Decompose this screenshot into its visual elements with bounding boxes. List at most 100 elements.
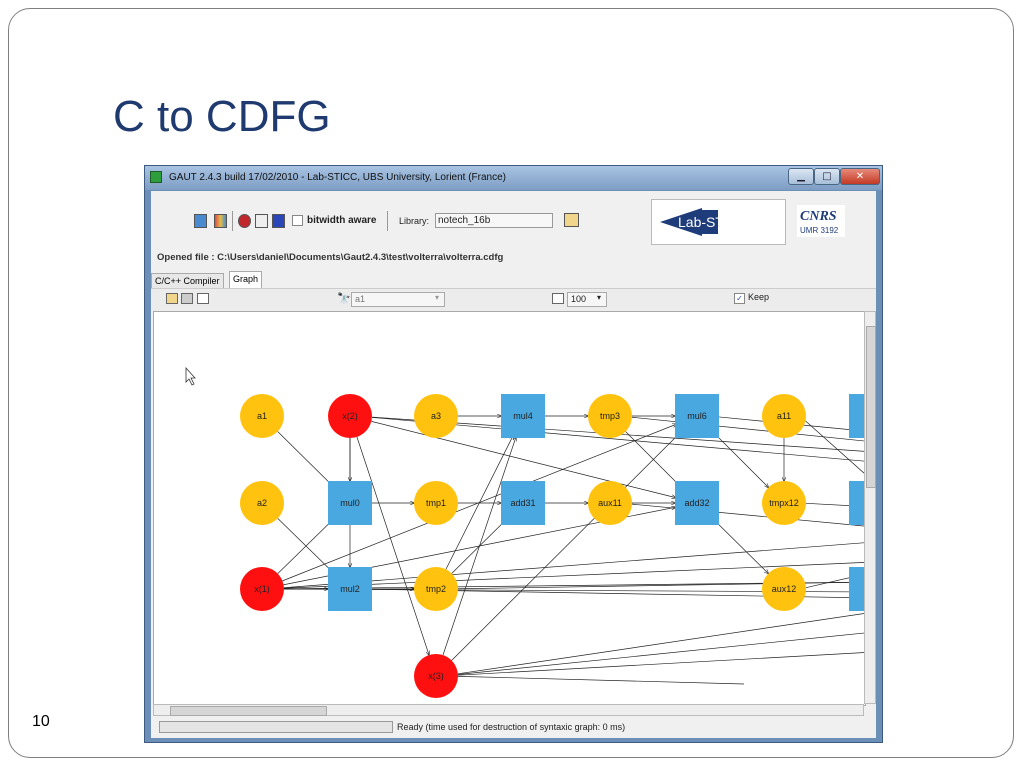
binoculars-icon: 🔭 — [337, 293, 351, 305]
graph-canvas[interactable]: a1 x(2) a3 mul4 tmp3 mul6 a11 a2 mul0 tmp1 add31 au… — [153, 311, 866, 706]
graph-edge — [457, 675, 745, 685]
graph-node-a2[interactable]: a2 — [240, 481, 284, 525]
graph-node-shape — [240, 567, 284, 611]
graph-edge — [805, 420, 865, 475]
graph-node-tmp1[interactable]: tmp1 — [414, 481, 458, 525]
graph-edges — [277, 416, 865, 685]
palette-icon[interactable] — [214, 214, 227, 228]
graph-node-a11[interactable]: a11 — [762, 394, 806, 438]
graph-node-a1[interactable]: a1 — [240, 394, 284, 438]
print-icon[interactable] — [181, 293, 193, 304]
graph-edge — [283, 562, 865, 589]
lab-sticc-logo: Lab-STICC — [651, 199, 786, 245]
graph-node-offscreen[interactable] — [849, 394, 865, 438]
graph-node-shape — [588, 394, 632, 438]
open-icon[interactable] — [166, 293, 178, 304]
graph-node-tmp3[interactable]: tmp3 — [588, 394, 632, 438]
horizontal-scrollbar[interactable] — [153, 704, 864, 716]
graph-node-shape — [762, 567, 806, 611]
vertical-scrollbar[interactable] — [864, 311, 876, 704]
graph-node-shape — [675, 481, 719, 525]
graph-edge — [356, 436, 429, 655]
stop-icon[interactable] — [238, 214, 251, 228]
app-icon — [150, 171, 162, 183]
graph-node-offscreen[interactable] — [849, 567, 865, 611]
graph-edge — [631, 416, 865, 442]
graph-node-add31[interactable]: add31 — [501, 481, 545, 525]
graph-node-label: x(1) — [254, 584, 270, 594]
toolbar-separator — [387, 211, 388, 231]
graph-node-label: add31 — [510, 498, 535, 508]
graph-node-label: a1 — [257, 411, 267, 421]
graph-node-label: add32 — [684, 498, 709, 508]
graph-edge — [712, 518, 769, 573]
graph-node-tmp2[interactable]: tmp2 — [414, 567, 458, 611]
graph-node-shape — [240, 394, 284, 438]
opened-file-label: Opened file : C:\Users\daniel\Documents\… — [157, 252, 504, 263]
horizontal-scroll-thumb[interactable] — [170, 706, 327, 716]
graph-node-shape — [414, 481, 458, 525]
fit-zoom-icon[interactable] — [552, 293, 564, 304]
pointer-help-icon[interactable] — [255, 214, 268, 228]
bitwidth-checkbox[interactable] — [292, 215, 303, 226]
graph-node-shape — [675, 394, 719, 438]
run-icon[interactable] — [194, 214, 207, 228]
graph-node-aux12[interactable]: aux12 — [762, 567, 806, 611]
graph-node-aux11[interactable]: aux11 — [588, 481, 632, 525]
graph-node-shape — [501, 394, 545, 438]
window-titlebar[interactable]: GAUT 2.4.3 build 17/02/2010 - Lab-STICC,… — [145, 166, 882, 190]
toolbar-separator — [232, 211, 233, 231]
graph-node-a3[interactable]: a3 — [414, 394, 458, 438]
graph-node-shape — [501, 481, 545, 525]
keep-label: Keep — [748, 292, 770, 302]
graph-node-shape — [588, 481, 632, 525]
graph-node-mul6[interactable]: mul6 — [675, 394, 719, 438]
graph-node-shape — [328, 567, 372, 611]
graph-node-label: aux12 — [772, 584, 797, 594]
keep-checkbox[interactable]: ✓ — [734, 293, 745, 304]
tab-graph[interactable]: Graph — [229, 271, 263, 288]
graph-node-label: mul0 — [340, 498, 360, 508]
maximize-button[interactable]: □ — [814, 168, 840, 185]
graph-node-label: tmp2 — [426, 584, 446, 594]
graph-edge — [457, 652, 865, 676]
graph-edge — [457, 612, 865, 675]
graph-node-label: mul2 — [340, 584, 360, 594]
vertical-scroll-thumb[interactable] — [866, 326, 876, 488]
search-node-combo[interactable]: a1 — [351, 292, 445, 307]
graph-node-label: a2 — [257, 498, 267, 508]
graph-node-shape — [414, 567, 458, 611]
graph-node-mul2[interactable]: mul2 — [328, 567, 372, 611]
tab-cpp-compiler[interactable]: C/C++ Compiler — [151, 273, 224, 288]
window-client: bitwidth aware Library: notech_16b Lab-S… — [151, 191, 876, 738]
open-folder-icon[interactable] — [564, 213, 579, 227]
graph-node-label: a3 — [431, 411, 441, 421]
close-button[interactable]: ✕ — [840, 168, 880, 185]
graph-node-label: mul6 — [687, 411, 707, 421]
graph-edge — [371, 421, 675, 497]
status-bar: Ready (time used for destruction of synt… — [151, 718, 876, 736]
graph-node-mul0[interactable]: mul0 — [328, 481, 372, 525]
book-icon[interactable] — [272, 214, 285, 228]
status-text: Ready (time used for destruction of synt… — [397, 722, 626, 732]
graph-node-x2[interactable]: x(2) — [328, 394, 372, 438]
export-icon[interactable] — [197, 293, 209, 304]
graph-node-label: mul4 — [513, 411, 533, 421]
minimize-button[interactable]: ▁ — [788, 168, 814, 185]
graph-edge — [283, 542, 865, 589]
lab-sticc-logo-text: Lab-STICC — [678, 214, 748, 230]
graph-node-x1[interactable]: x(1) — [240, 567, 284, 611]
graph-node-add32[interactable]: add32 — [675, 481, 719, 525]
cdfg-graph[interactable]: a1 x(2) a3 mul4 tmp3 mul6 a11 a2 mul0 tmp1 add31 au… — [154, 312, 865, 705]
graph-node-mul4[interactable]: mul4 — [501, 394, 545, 438]
cnrs-logo: CNRS UMR 3192 — [797, 205, 845, 237]
chevron-down-icon: ▾ — [435, 293, 440, 302]
graph-edge — [631, 503, 865, 527]
library-input[interactable]: notech_16b — [435, 213, 553, 228]
graph-node-offscreen[interactable] — [849, 481, 865, 525]
window-title: GAUT 2.4.3 build 17/02/2010 - Lab-STICC,… — [169, 172, 506, 183]
graph-node-tmpx12[interactable]: tmpx12 — [762, 481, 806, 525]
graph-node-x3[interactable]: x(3) — [414, 654, 458, 698]
slide-title: C to CDFG — [113, 92, 331, 141]
zoom-combo[interactable]: 100 — [567, 292, 607, 307]
